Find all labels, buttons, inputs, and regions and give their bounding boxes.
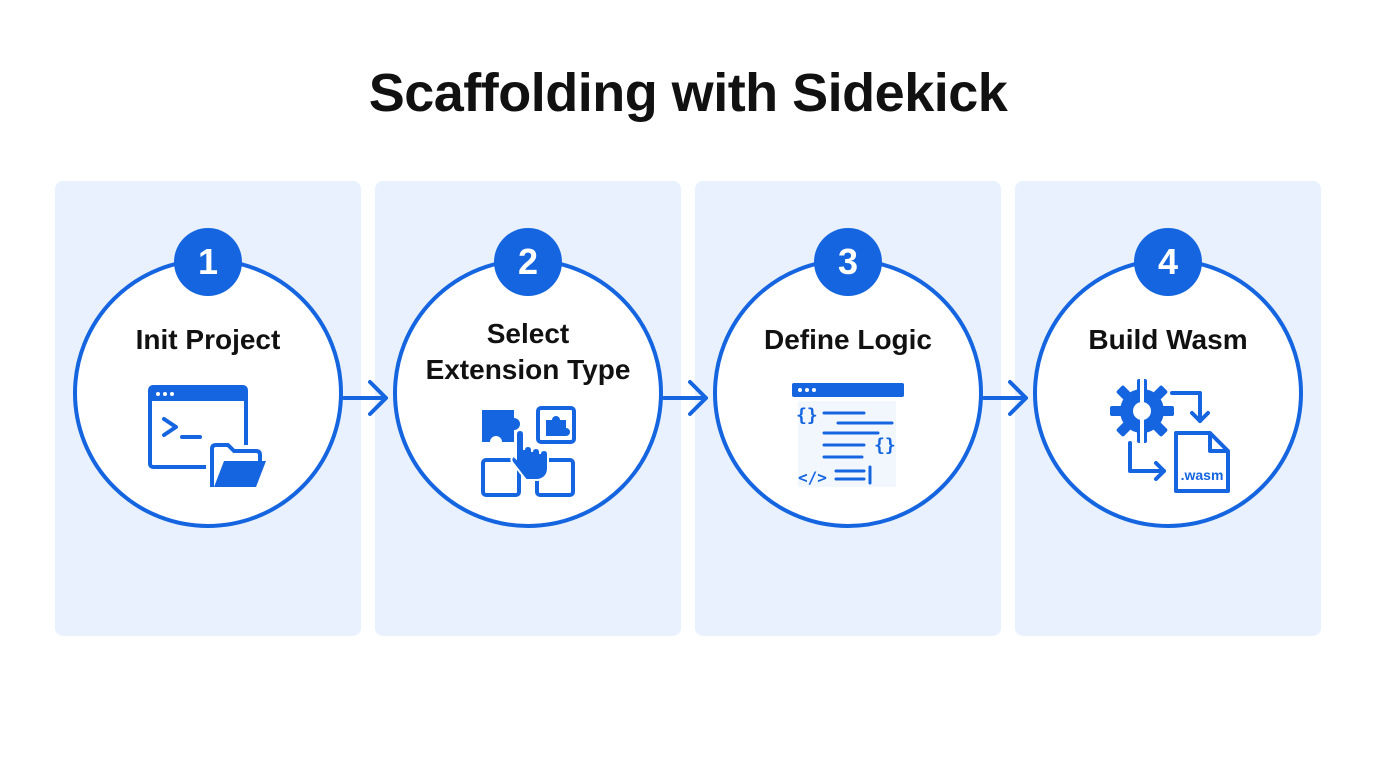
page-title: Scaffolding with Sidekick <box>368 63 1008 123</box>
step-3-label: Define Logic <box>763 324 932 355</box>
puzzle-select-icon <box>481 406 576 497</box>
code-editor-icon: {} {} </> <box>792 383 904 487</box>
svg-text:</>: </> <box>798 468 827 487</box>
svg-text:{}: {} <box>874 435 896 456</box>
step-2-label-line-2: Extension Type <box>425 354 631 385</box>
gear-wasm-file-icon: .wasm <box>1110 377 1230 493</box>
step-4-number-badge: 4 <box>1134 228 1202 296</box>
terminal-folder-icon <box>148 385 268 491</box>
svg-text:{}: {} <box>796 405 818 426</box>
arrow-right-icon <box>342 380 388 416</box>
step-2-label: Select Extension Type <box>393 316 663 388</box>
step-3-circle <box>713 258 983 528</box>
step-1-label: Init Project <box>135 324 281 355</box>
step-3-number-badge: 3 <box>814 228 882 296</box>
step-4-circle <box>1033 258 1303 528</box>
step-4-label: Build Wasm <box>1088 324 1248 355</box>
step-2-label-line-1: Select <box>486 318 570 349</box>
gear-icon <box>1110 377 1174 445</box>
wasm-file-label: .wasm <box>1181 467 1224 483</box>
arrow-right-icon <box>982 380 1028 416</box>
arrow-right-icon <box>662 380 708 416</box>
step-1-number-badge: 1 <box>174 228 242 296</box>
step-2-number-badge: 2 <box>494 228 562 296</box>
step-2-circle <box>393 258 663 528</box>
